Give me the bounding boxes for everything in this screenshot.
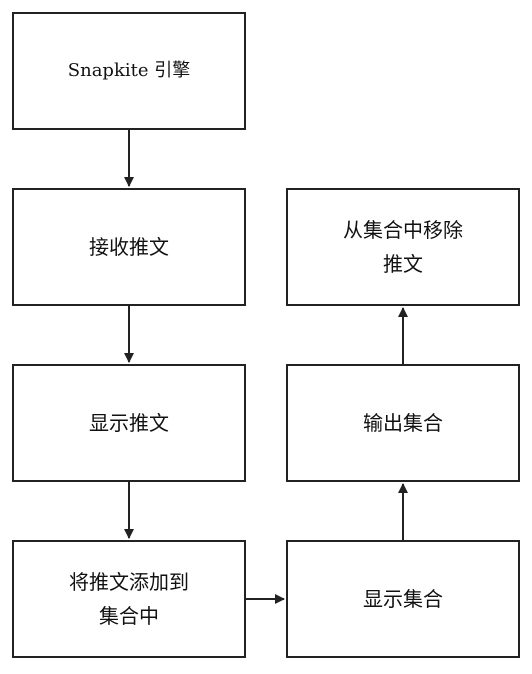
remove-tweet-from-collection-node: 从集合中移除 推文 xyxy=(286,188,520,306)
add-tweet-to-collection-node: 将推文添加到 集合中 xyxy=(12,540,246,658)
display-tweet-node: 显示推文 xyxy=(12,364,246,482)
engine-node: Snapkite 引擎 xyxy=(12,12,246,130)
receive-tweet-node: 接收推文 xyxy=(12,188,246,306)
display-collection-node: 显示集合 xyxy=(286,540,520,658)
output-collection-node: 输出集合 xyxy=(286,364,520,482)
